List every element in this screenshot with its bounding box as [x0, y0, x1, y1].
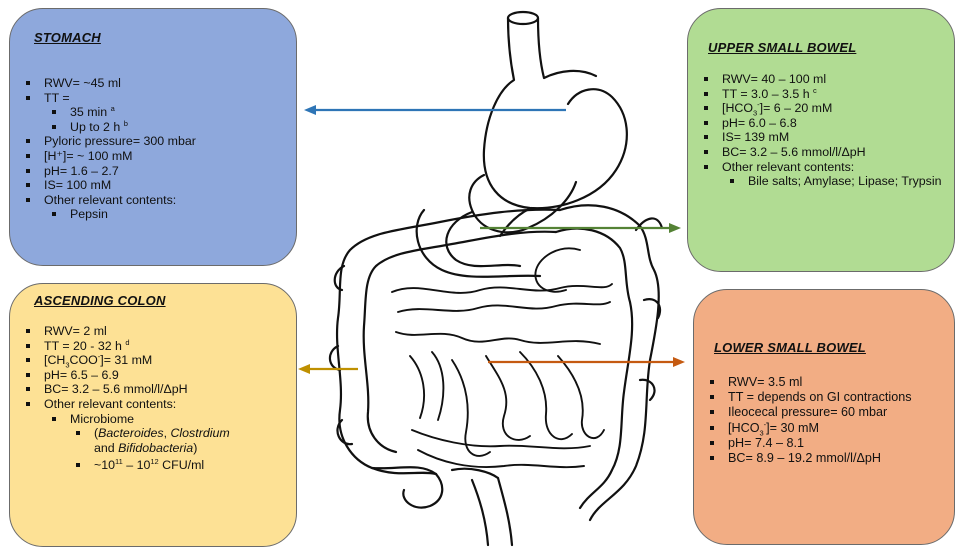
lower-small-bowel-list: RWV= 3.5 ml TT = depends on GI contracti… — [708, 375, 912, 466]
stomach-box: STOMACH RWV= ~45 ml TT = 35 min a Up to … — [9, 8, 297, 266]
ascending-colon-list: RWV= 2 ml TT = 20 - 32 h d [CH3COO-]= 31… — [24, 324, 294, 473]
colon-rwv: RWV= 2 ml — [24, 324, 294, 339]
stomach-rwv: RWV= ~45 ml — [24, 76, 196, 91]
ascending-colon-box: ASCENDING COLON RWV= 2 ml TT = 20 - 32 h… — [9, 283, 297, 547]
stomach-list: RWV= ~45 ml TT = 35 min a Up to 2 h b Py… — [24, 76, 196, 222]
colon-ph: pH= 6.5 – 6.9 — [24, 368, 294, 383]
lower-small-bowel-title: LOWER SMALL BOWEL — [714, 340, 866, 355]
ascending-colon-arrowhead — [298, 364, 310, 374]
small-intestine-outline — [392, 248, 612, 467]
upper-small-bowel-arrowhead — [669, 223, 681, 233]
colon-bacteria: (Bacteroides, Clostrdium and Bifidobacte… — [24, 426, 244, 455]
upper-hco3: [HCO3-]= 6 – 20 mM — [702, 101, 952, 116]
stomach-tt-2h: Up to 2 h b — [24, 120, 196, 135]
upper-bc: BC= 3.2 – 5.6 mmol/l/ΔpH — [702, 145, 952, 160]
upper-other-contents: Other relevant contents: — [702, 160, 952, 175]
colon-acetate: [CH3COO-]= 31 mM — [24, 353, 294, 368]
upper-small-bowel-box: UPPER SMALL BOWEL RWV= 40 – 100 ml TT = … — [687, 8, 955, 272]
lower-tt: TT = depends on GI contractions — [708, 390, 912, 405]
upper-ph: pH= 6.0 – 6.8 — [702, 116, 952, 131]
stomach-pepsin: Pepsin — [24, 207, 196, 222]
stomach-ph: pH= 1.6 – 2.7 — [24, 164, 196, 179]
stomach-other-contents: Other relevant contents: — [24, 193, 196, 208]
stomach-arrowhead — [304, 105, 316, 115]
lower-rwv: RWV= 3.5 ml — [708, 375, 912, 390]
colon-other-contents: Other relevant contents: — [24, 397, 294, 412]
lower-ph: pH= 7.4 – 8.1 — [708, 436, 912, 451]
upper-rwv: RWV= 40 – 100 ml — [702, 72, 952, 87]
stomach-tt: TT = — [24, 91, 196, 106]
stomach-title: STOMACH — [34, 30, 101, 45]
lower-small-bowel-arrowhead — [673, 357, 685, 367]
colon-tt: TT = 20 - 32 h d — [24, 339, 294, 354]
colon-microbiome: Microbiome — [24, 412, 294, 427]
stomach-tt-35min: 35 min a — [24, 105, 196, 120]
stomach-outline — [469, 12, 627, 236]
upper-small-bowel-title: UPPER SMALL BOWEL — [708, 40, 856, 55]
colon-bc: BC= 3.2 – 5.6 mmol/l/ΔpH — [24, 382, 294, 397]
colon-cfu: ~1011 – 1012 CFU/ml — [24, 458, 294, 473]
lower-hco3: [HCO3-]= 30 mM — [708, 421, 912, 436]
stomach-pyloric-pressure: Pyloric pressure= 300 mbar — [24, 134, 196, 149]
lower-small-bowel-box: LOWER SMALL BOWEL RWV= 3.5 ml TT = depen… — [693, 289, 955, 545]
upper-enzymes: Bile salts; Amylase; Lipase; Trypsin — [702, 174, 952, 189]
stomach-h-concentration: [H⁺]= ~ 100 mM — [24, 149, 196, 164]
ascending-colon-title: ASCENDING COLON — [34, 293, 166, 308]
lower-ileocecal-pressure: Ileocecal pressure= 60 mbar — [708, 405, 912, 420]
upper-tt: TT = 3.0 – 3.5 h c — [702, 87, 952, 102]
upper-small-bowel-list: RWV= 40 – 100 ml TT = 3.0 – 3.5 h c [HCO… — [702, 72, 952, 189]
upper-is: IS= 139 mM — [702, 130, 952, 145]
rectum-outline — [452, 469, 512, 545]
lower-bc: BC= 8.9 – 19.2 mmol/l/ΔpH — [708, 451, 912, 466]
stomach-is: IS= 100 mM — [24, 178, 196, 193]
